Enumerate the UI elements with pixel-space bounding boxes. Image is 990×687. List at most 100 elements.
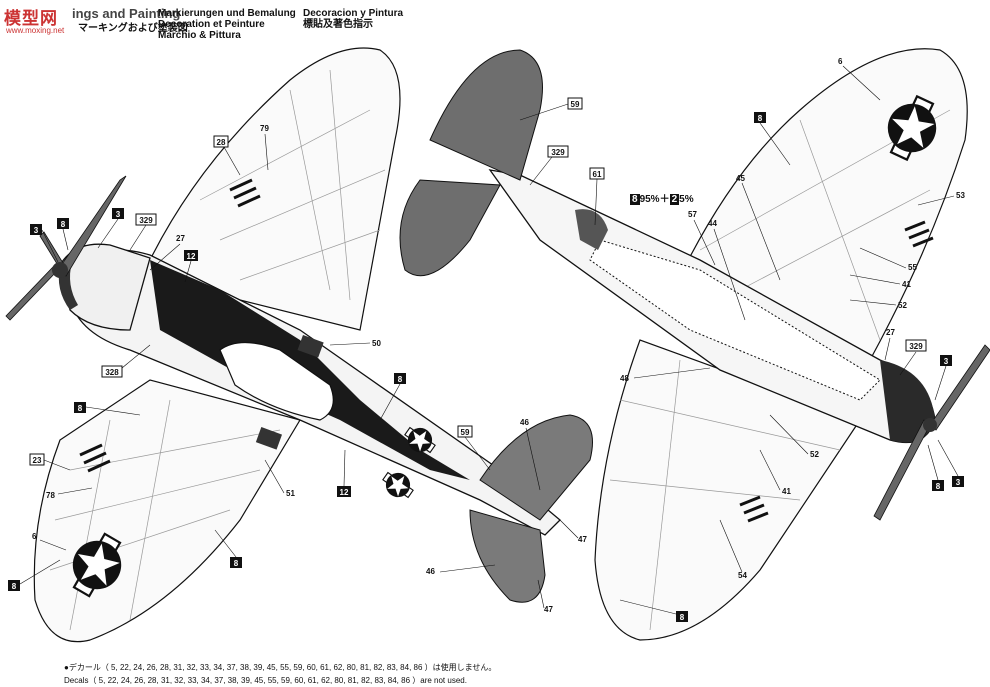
- callout-box: [29, 453, 45, 466]
- callout-label: 8: [398, 375, 403, 384]
- callout-label: 8: [680, 613, 685, 622]
- tailplane-bottom-a: [429, 49, 543, 181]
- callout-box: [932, 480, 944, 491]
- cowling-bottom: [880, 360, 935, 443]
- callout-label: 57: [688, 210, 697, 219]
- callout-label: 3: [956, 478, 961, 487]
- color-mix-b-pct: 5%: [679, 194, 694, 205]
- callout-box: [8, 580, 20, 591]
- callout-label: 329: [909, 342, 923, 351]
- callout-box: [101, 365, 123, 378]
- callout-label: 8: [936, 482, 941, 491]
- callout-box: [112, 208, 124, 219]
- callout-label: 41: [782, 487, 791, 496]
- spinner-bottom: [923, 418, 937, 432]
- callout-label: 47: [544, 605, 553, 614]
- color-mix-plus: ＋: [659, 194, 670, 205]
- callout-label: 52: [810, 450, 819, 459]
- panel-dark-a: [297, 335, 324, 358]
- callout-label: 47: [578, 535, 587, 544]
- callout-label: 329: [551, 148, 565, 157]
- callout-label: 52: [898, 301, 907, 310]
- callout-label: 61: [593, 170, 602, 179]
- callout-box: [394, 373, 406, 384]
- callout-label: 329: [139, 216, 153, 225]
- callout-box: [30, 224, 42, 235]
- panel-dark-b: [255, 427, 283, 450]
- black-spine-panel: [150, 260, 470, 480]
- callout-label: 6: [32, 532, 37, 541]
- callouts-top-view: 3 8 3 329 27 12 28 79 328 50 8 8 23 78 5…: [8, 124, 587, 614]
- callout-box: [74, 402, 86, 413]
- wing-panel-lines: [199, 69, 386, 301]
- callout-label: 44: [708, 219, 717, 228]
- aircraft-top-view: [5, 47, 593, 643]
- wing-upper-right: [149, 47, 401, 331]
- color-mix-b: 2: [669, 194, 680, 205]
- callout-box: [952, 476, 964, 487]
- callout-box: [213, 135, 229, 148]
- callout-box: [230, 557, 242, 568]
- tailwheel-door: [575, 209, 608, 250]
- callout-label: 46: [426, 567, 435, 576]
- callout-label: 59: [461, 428, 470, 437]
- callout-label: 8: [78, 404, 83, 413]
- title-english: ings and Painting: [72, 6, 181, 21]
- callout-label: 328: [105, 368, 119, 377]
- callout-label: 48: [620, 374, 629, 383]
- canopy: [219, 341, 334, 421]
- callout-box: [905, 339, 927, 352]
- guns-top: [79, 178, 261, 473]
- title-spanish: Decoracion y Pintura: [303, 8, 404, 19]
- callout-box: [754, 112, 766, 123]
- spinner: [52, 262, 68, 278]
- callout-box: [547, 145, 569, 158]
- callout-label: 79: [260, 124, 269, 133]
- callout-label: 3: [116, 210, 121, 219]
- title-japanese: マーキングおよび塗装図: [78, 23, 188, 34]
- callout-label: 46: [520, 418, 529, 427]
- callout-label: 8: [234, 559, 239, 568]
- title-french: Decoration et Peinture: [158, 19, 265, 30]
- tailplane-bottom-b: [399, 179, 501, 277]
- callout-label: 6: [838, 57, 843, 66]
- tailplane-lower: [469, 509, 546, 603]
- callout-label: 50: [372, 339, 381, 348]
- watermark-logo: 模型网: [4, 9, 58, 29]
- wing-underside-panels-lower: [609, 359, 841, 631]
- footnote-english: Decals（ 5, 22, 24, 26, 28, 31, 32, 33, 3…: [64, 676, 467, 685]
- callout-label: 59: [571, 100, 580, 109]
- callout-label: 28: [217, 138, 226, 147]
- callout-label: 8: [12, 582, 17, 591]
- leader-lines-bottom: [519, 65, 959, 615]
- footnote-japanese: ●デカール（ 5, 22, 24, 26, 28, 31, 32, 33, 34…: [64, 663, 497, 672]
- callout-box: [940, 355, 952, 366]
- callout-label: 54: [738, 571, 747, 580]
- callout-label: 55: [908, 263, 917, 272]
- watermark-url: www.moxing.net: [6, 26, 65, 35]
- title-german: Markierungen und Bemalung: [158, 8, 296, 19]
- callout-label: 8: [758, 114, 763, 123]
- callout-label: 3: [34, 226, 39, 235]
- callout-label: 51: [286, 489, 295, 498]
- callout-label: 12: [340, 488, 349, 497]
- callout-box: [184, 250, 198, 261]
- callout-box: [567, 97, 583, 110]
- leader-lines-top: [19, 133, 579, 609]
- callout-label: 41: [902, 280, 911, 289]
- callout-box: [57, 218, 69, 229]
- callout-label: 45: [736, 174, 745, 183]
- instruction-header: 模型网 www.moxing.net ings and Painting マーキ…: [0, 2, 990, 41]
- wing-lower-left: [33, 379, 301, 643]
- callout-box: [337, 486, 351, 497]
- callout-label: 53: [956, 191, 965, 200]
- tailplane-upper: [479, 414, 593, 521]
- insignia-fuselage-b: [377, 465, 419, 505]
- color-mix-a: 8: [630, 194, 640, 205]
- callout-label: 78: [46, 491, 55, 500]
- callout-label: 27: [176, 234, 185, 243]
- guns-bottom: [739, 220, 934, 523]
- callout-label: 8: [61, 220, 66, 229]
